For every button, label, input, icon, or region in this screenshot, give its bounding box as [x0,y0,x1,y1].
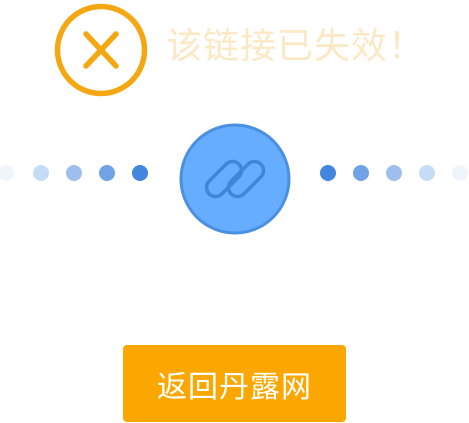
right-dot-2 [353,165,369,181]
back-to-danlu-button[interactable]: 返回丹露网 [123,345,346,422]
right-dot-4 [419,165,435,181]
left-dot-4 [99,165,115,181]
left-dot-1 [0,165,14,181]
right-dot-1 [320,165,336,181]
close-circle-icon [54,3,148,97]
right-dot-3 [386,165,402,181]
right-dots [318,165,469,181]
broken-link-icon [179,123,291,235]
left-dot-2 [33,165,49,181]
link-expired-message: 该链接已失效！ [166,26,426,67]
left-dot-3 [66,165,82,181]
left-dot-5 [132,165,148,181]
right-dot-5 [452,165,468,181]
left-dots [0,165,150,181]
